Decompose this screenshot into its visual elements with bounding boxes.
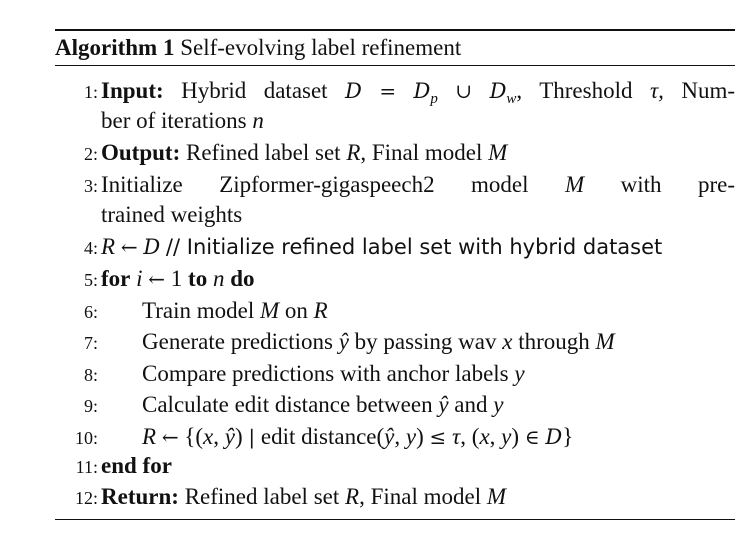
for-keyword: for	[101, 266, 131, 291]
input-keyword: Input:	[101, 78, 164, 103]
m-symbol: M	[486, 484, 507, 509]
line-text: pre-	[697, 172, 735, 197]
line-text: Threshold	[539, 78, 633, 103]
n-symbol: n	[252, 108, 264, 133]
line-text: on	[284, 298, 308, 323]
r-symbol: R	[313, 298, 328, 323]
line-body: for i ← 1 to n do	[101, 264, 735, 294]
dataset-formula: D = Dp ∪ Dw,	[345, 78, 523, 107]
line-body: R ← {(x, ŷ) | edit distance(ŷ, y) ≤ τ, (…	[142, 422, 735, 452]
line-number: 10:	[74, 428, 98, 448]
line-number: 5:	[83, 270, 98, 290]
line-number: 4:	[83, 238, 98, 258]
line-number: 12:	[74, 488, 98, 508]
line-number: 3:	[83, 176, 98, 196]
do-keyword: do	[230, 266, 255, 291]
line-body: R ← D // Initialize refined label set wi…	[101, 232, 735, 262]
line-body: Output: Refined label set R, Final model…	[101, 140, 508, 165]
y-symbol: y	[514, 361, 525, 386]
m-symbol: M	[260, 298, 280, 323]
line-body: Calculate edit distance between ŷ and y	[142, 390, 735, 420]
line-text: Refined label set	[184, 484, 340, 509]
caption-label: Algorithm 1	[55, 35, 175, 60]
line-text: Calculate edit distance between	[142, 392, 433, 417]
line-text: Generate predictions	[142, 329, 333, 354]
line-body: Train model M on R	[142, 296, 735, 326]
tau-symbol: τ,	[649, 78, 664, 103]
line-text: Num-	[681, 78, 736, 103]
line-body: Initialize Zipformer-gigaspeech2 model M…	[101, 170, 735, 200]
x-symbol: x	[502, 329, 513, 354]
line-number: 8:	[83, 365, 98, 385]
line-text: Final model	[371, 140, 483, 165]
line-text: by passing wav	[354, 329, 497, 354]
algorithm-caption: Algorithm 1 Self-evolving label refineme…	[55, 34, 461, 62]
line-number: 9:	[83, 396, 98, 416]
line-text: Final model	[370, 484, 482, 509]
top-rule	[55, 29, 735, 31]
algorithm-box: Algorithm 1 Self-evolving label refineme…	[55, 0, 735, 546]
caption-rule	[55, 65, 735, 66]
line-text: Compare predictions with anchor labels	[142, 361, 509, 386]
line-text: Zipformer-gigaspeech2	[219, 172, 435, 197]
line-text: Hybrid dataset	[181, 78, 328, 103]
line-text: edit distance	[260, 424, 377, 449]
m-symbol: M	[565, 172, 585, 197]
caption-title: Self-evolving label refinement	[180, 35, 462, 60]
end-for-keyword: end for	[101, 453, 172, 478]
line-body: Generate predictions ŷ by passing wav x …	[142, 327, 735, 357]
line-number: 1:	[83, 82, 98, 102]
line-continuation: trained weights	[101, 200, 735, 230]
line-comment: // Initialize refined label set with hyb…	[165, 235, 663, 259]
loop-variable: i ← 1	[136, 266, 183, 291]
bottom-rule	[55, 519, 735, 520]
line-text: and	[454, 392, 488, 417]
line-text: trained weights	[101, 202, 243, 227]
line-body: end for	[101, 451, 735, 481]
line-text: with	[620, 172, 662, 197]
line-text: Initialize	[101, 172, 183, 197]
assignment-formula: R ← D	[101, 234, 161, 259]
line-text: ber of iterations	[101, 108, 247, 133]
n-symbol: n	[212, 266, 225, 291]
line-number: 2:	[83, 144, 98, 164]
line-text: Train model	[142, 298, 255, 323]
line-number: 7:	[83, 333, 98, 353]
line-body: Return: Refined label set R, Final model…	[101, 484, 507, 509]
filter-formula: R ← {(x, ŷ) | edit distance(ŷ, y) ≤ τ, (…	[142, 424, 574, 449]
line-text: Refined label set	[186, 140, 341, 165]
r-symbol: R	[345, 484, 360, 509]
output-keyword: Output:	[101, 140, 181, 165]
line-text: through	[518, 329, 590, 354]
y-symbol: y	[493, 392, 504, 417]
m-symbol: M	[595, 329, 615, 354]
line-text: model	[471, 172, 529, 197]
line-body: Compare predictions with anchor labels y	[142, 359, 735, 389]
to-keyword: to	[188, 266, 208, 291]
line-body: Input: Hybrid dataset D = Dp ∪ Dw, Thres…	[101, 76, 735, 114]
r-symbol: R	[346, 140, 361, 165]
y-hat-symbol: ŷ	[338, 329, 349, 354]
m-symbol: M	[488, 140, 508, 165]
line-number: 11:	[75, 457, 98, 477]
line-continuation: ber of iterations n	[101, 106, 735, 136]
line-number: 6:	[83, 302, 98, 322]
return-keyword: Return:	[101, 484, 179, 509]
y-hat-symbol: ŷ	[438, 392, 449, 417]
